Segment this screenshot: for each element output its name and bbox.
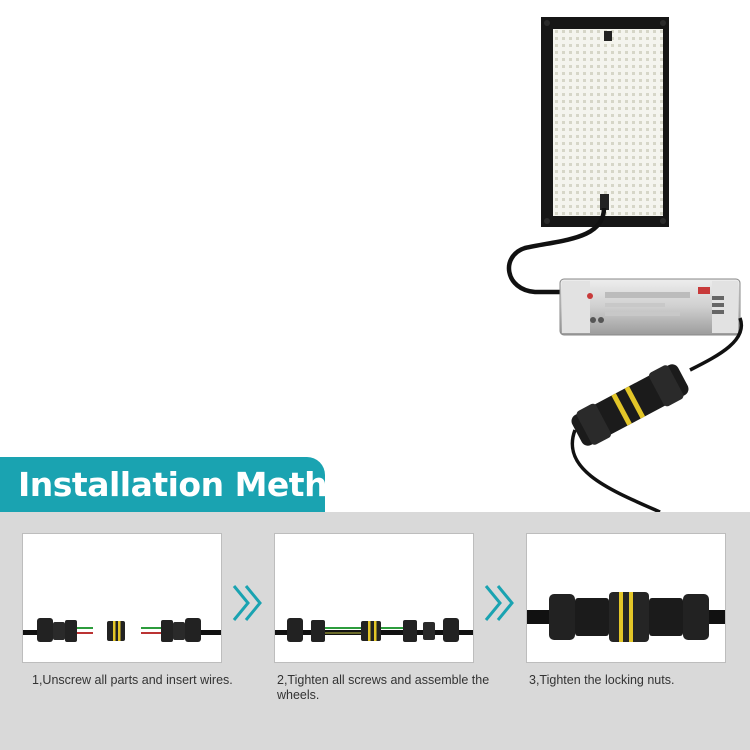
step-2-photo (274, 533, 474, 663)
chevron-right-icon (232, 585, 262, 621)
step-3-text: 3,Tighten the locking nuts. (529, 673, 675, 687)
waterproof-connector (571, 364, 689, 446)
product-hero (506, 17, 744, 512)
input-cable (570, 429, 661, 512)
output-cable (689, 317, 744, 372)
step-2-text: 2,Tighten all screws and assemble the wh… (277, 673, 490, 702)
led-board (541, 17, 669, 227)
step-1-text: 1,Unscrew all parts and insert wires. (32, 673, 233, 687)
chevron-right-icon (484, 585, 514, 621)
installation-banner: Installation Method (0, 457, 373, 512)
banner-title: Installation Method (18, 465, 373, 504)
product-illustration (506, 17, 744, 512)
step-3-photo (526, 533, 726, 663)
power-cable (506, 207, 607, 295)
steps-panel: 1,Unscrew all parts and insert wires. 2,… (0, 512, 750, 750)
led-driver (559, 278, 741, 336)
step-1-photo (22, 533, 222, 663)
